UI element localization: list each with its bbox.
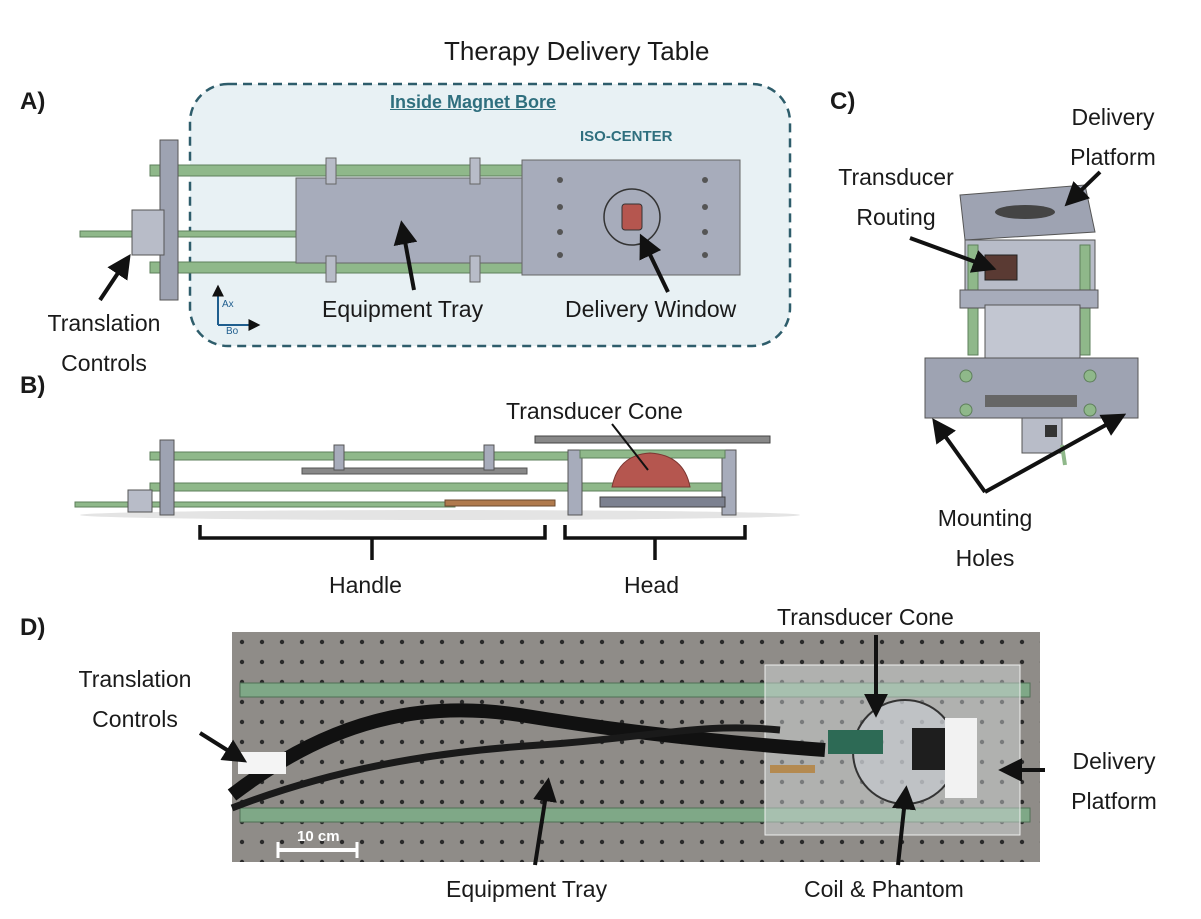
a-translation-controls-label: Translation Controls [34,310,174,376]
panel-a-drawing [79,82,792,348]
b-transducer-cone [611,452,691,488]
delivery-window-ring [603,188,661,246]
d-delivery-line1: Delivery [1072,748,1156,774]
c-transducer-routing-label: Transducer Routing [826,164,966,230]
a-delivery-window-label: Delivery Window [565,296,737,322]
iso-center-label: ISO-CENTER [580,128,673,145]
head-bracket [563,525,747,560]
equipment-tray-plate [295,177,531,264]
panel-c-drawing [909,170,1139,494]
axis-bo-label: Bo [226,326,239,337]
d-delivery-line2: Platform [1071,788,1157,814]
c-routing-line1: Transducer [838,164,954,190]
panel-letter-c: C) [830,88,856,115]
figure-title: Therapy Delivery Table [444,36,710,66]
b-transducer-cone-label: Transducer Cone [506,398,683,424]
c-mounting-line1: Mounting [937,505,1033,531]
d-brass-rod [770,765,815,773]
b-rod-top [149,451,571,461]
delivery-window [621,203,643,231]
c-routing-line2: Routing [856,204,936,230]
b-cable [444,499,556,507]
control-box [131,209,165,256]
panel-letter-d: D) [20,614,46,641]
b-end-plate [159,439,175,516]
scale-bar-label: 10 cm [297,828,340,845]
panel-letter-a: A) [20,88,46,115]
a-translation-line2: Controls [61,350,147,376]
c-mounting-line2: Holes [955,545,1015,571]
tray-clip [325,255,337,283]
axis-ax-label: Ax [222,299,234,310]
b-tray-bar [301,467,528,475]
rod-center [79,230,301,238]
panel-letter-b: B) [20,372,46,399]
handle-bracket [198,525,547,560]
c-delivery-line2: Platform [1070,144,1156,170]
c-base-plate [924,357,1139,419]
d-coil-phantom-label: Coil & Phantom [804,876,964,902]
tray-clip [469,255,481,283]
d-rod-top [239,682,1031,698]
d-delivery-platform-label: Delivery Platform [1054,748,1174,814]
floor-shadow [80,510,800,520]
d-translation-controls-label: Translation Controls [64,666,206,732]
d-cable [227,703,826,801]
d-rod-bottom [239,807,1031,823]
b-top-plate [534,435,771,444]
panel-b-drawing [74,423,800,560]
bore-label: Inside Magnet Bore [390,92,557,112]
d-board [828,730,883,754]
a-translation-line1: Translation [47,310,161,336]
tray-clip [469,157,481,185]
a-equipment-tray-label: Equipment Tray [322,296,484,322]
c-delivery-platform-label: Delivery Platform [1058,104,1168,170]
c-delivery-line1: Delivery [1071,104,1155,130]
b-head-label: Head [624,572,679,598]
d-equipment-tray-label: Equipment Tray [446,876,608,902]
c-mounting-holes-label: Mounting Holes [915,505,1055,571]
d-transducer-cone-label: Transducer Cone [777,604,954,630]
d-translation-line1: Translation [78,666,192,692]
b-handle-label: Handle [329,572,402,598]
tray-clip [325,157,337,185]
panel-d-photo [198,632,1045,866]
d-translation-line2: Controls [92,706,178,732]
